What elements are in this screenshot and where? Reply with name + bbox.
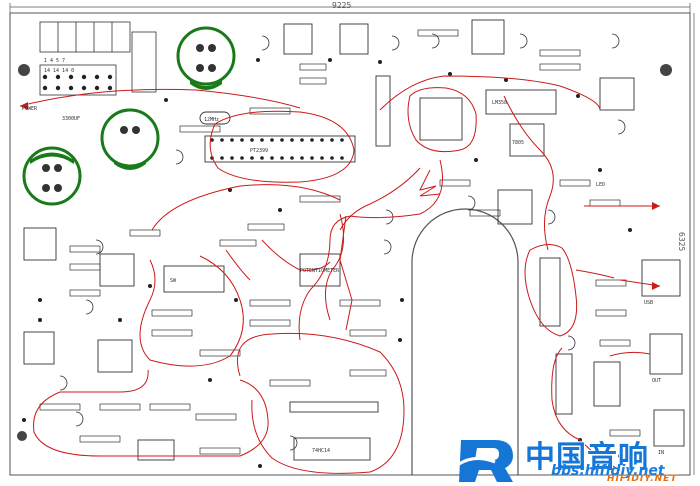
board-cutout — [411, 208, 519, 475]
watermark-logo-icon — [458, 440, 513, 482]
small-components — [39, 29, 641, 455]
vias — [22, 58, 632, 468]
square-components — [23, 19, 635, 373]
board-outline — [9, 12, 691, 476]
width-dimension: 9225 — [332, 1, 352, 10]
red-trace-annotations — [19, 75, 661, 474]
ic-right-label: LM358 — [492, 100, 507, 106]
in-label: IN — [658, 450, 664, 456]
ic-bottom-label: 74HC14 — [312, 448, 330, 454]
out-label: OUT — [652, 378, 661, 384]
mounting-holes — [17, 64, 672, 441]
height-dimension: 6325 — [677, 232, 686, 252]
watermark-url[interactable]: bbs.hifidiy.net — [551, 463, 665, 479]
led-label: LED — [596, 182, 605, 188]
silkscreen-text: 1 4 5 7 14 14 14 0 PT2399 LM358 74HC14 1… — [22, 58, 664, 456]
pin-number-label: 14 14 14 0 — [44, 68, 74, 74]
watermark-chinese-text: 中国音响 — [525, 440, 649, 475]
switch-label: SW — [170, 278, 177, 284]
pot-label: POTENTIOMETER — [300, 268, 340, 274]
site-watermark: 中国音响 bbs.hifidiy.net HIFIDIY.NET — [455, 432, 700, 486]
crystal-label: 12MHz — [204, 117, 219, 123]
terminal-block — [39, 21, 131, 53]
electrolytic-capacitors — [22, 26, 236, 206]
ic-main-label: PT2399 — [250, 148, 268, 154]
vertical-ics — [375, 75, 621, 415]
connector-pin-label: 1 4 5 7 — [44, 58, 65, 64]
bottom-ics — [137, 89, 557, 461]
regulator-label: 7805 — [512, 140, 524, 146]
main-dip-ic — [204, 135, 356, 163]
jack-sockets — [641, 259, 685, 447]
cap-label: 3300UF — [62, 116, 80, 122]
usb-label: USB — [644, 300, 653, 306]
power-label: POWER — [22, 106, 38, 112]
header-pins — [42, 74, 113, 91]
watermark-subtitle: HIFIDIY.NET — [607, 474, 678, 484]
